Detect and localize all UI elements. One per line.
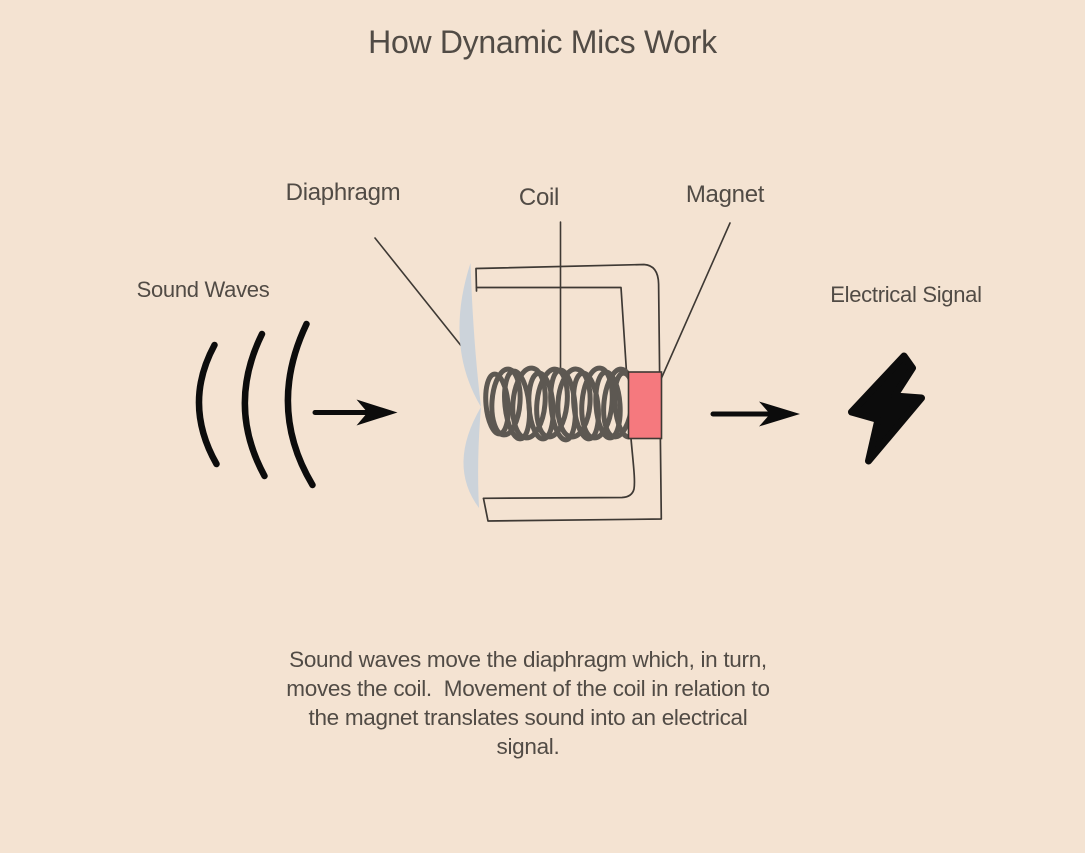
right-arrow-icon [312,399,398,426]
diaphragm-label: Diaphragm [285,179,401,206]
caption-text: Sound waves move the diaphragm which, in… [286,647,770,759]
diaphragm-leader-line [374,237,474,361]
diaphragm-bottom-lens [463,407,481,508]
lightning-bolt-icon [848,352,925,465]
arrow-head [759,401,800,427]
magnet-shape [627,371,663,440]
magnet-leader-line [660,222,731,379]
magnet-label: Magnet [685,181,765,208]
coil-shape [483,365,640,443]
wave-arc-large [284,320,316,489]
right-arrow-icon [710,401,800,427]
mic-housing-inner-bottom [482,437,636,500]
wave-arc-small [195,341,220,468]
diaphragm-shape [459,263,481,508]
diaphragm-top-lens [459,263,481,407]
page-title: How Dynamic Mics Work [368,24,717,60]
coil-label: Coil [518,184,560,211]
electrical-signal-label: Electrical Signal [830,282,982,307]
arrow-head [356,399,398,426]
mic-housing-inner-top [475,286,628,373]
sound-wave-arcs-icon [195,320,316,489]
wave-arc-medium [241,330,268,480]
sound-waves-label: Sound Waves [136,277,270,302]
